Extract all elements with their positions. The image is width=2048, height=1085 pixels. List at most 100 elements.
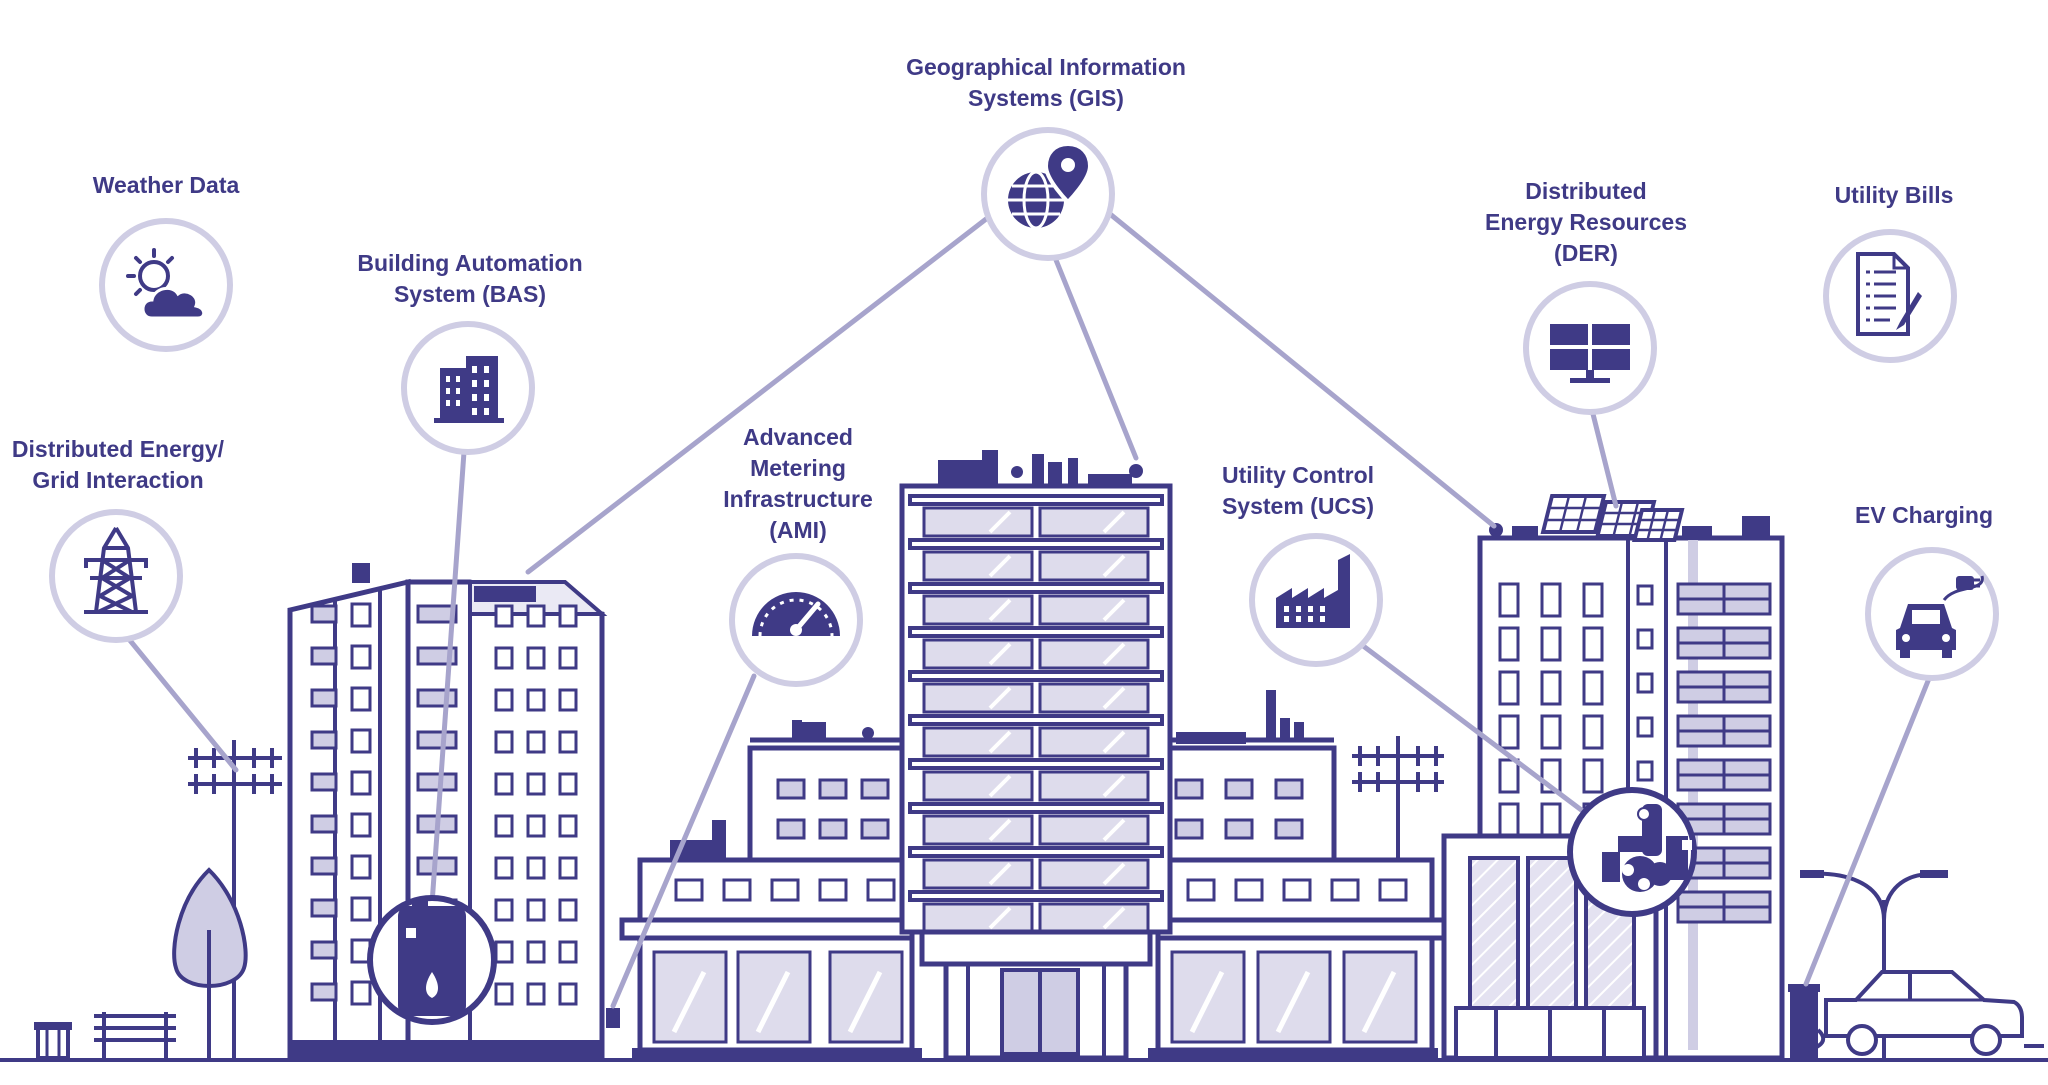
window (1498, 758, 1520, 794)
window (558, 940, 578, 964)
window-glare (1189, 970, 1225, 1034)
der-node[interactable] (1523, 281, 1657, 415)
window (558, 814, 578, 838)
window (860, 778, 890, 800)
label-line: Utility Control (1221, 462, 1375, 488)
tower-floor-slab (908, 582, 1164, 594)
window-glare (1361, 970, 1397, 1034)
label-line: Advanced (743, 424, 853, 450)
window (818, 778, 848, 800)
window-glare (755, 970, 791, 1034)
window (1174, 818, 1204, 840)
window (860, 818, 890, 840)
der-label: Distributed Energy Resources (DER) (1485, 176, 1687, 269)
window (1498, 714, 1520, 750)
window (1582, 670, 1604, 706)
window (526, 646, 546, 670)
label-line: System (UCS) (1221, 493, 1375, 519)
center-office-complex (619, 450, 1451, 1061)
window (1636, 584, 1654, 606)
label-line: (AMI) (769, 517, 827, 543)
window (310, 856, 338, 876)
trash-bin (34, 1022, 72, 1060)
gis-label: Geographical Information Systems (GIS) (906, 52, 1186, 114)
window (416, 604, 458, 624)
label-line: Energy Resources (1485, 209, 1687, 235)
window-glare (1102, 730, 1126, 754)
window (558, 646, 578, 670)
window-glare (1102, 906, 1126, 930)
window (350, 980, 372, 1006)
window (350, 728, 372, 754)
weather-data-node[interactable] (99, 218, 233, 352)
window (416, 730, 458, 750)
speedometer-gauge-icon (752, 592, 840, 637)
window (1038, 638, 1150, 670)
window (1038, 682, 1150, 714)
equipment-room-detail[interactable] (1567, 787, 1697, 917)
window-glare (988, 686, 1012, 710)
window (416, 646, 458, 666)
window (350, 686, 372, 712)
window (526, 898, 546, 922)
window (1038, 858, 1150, 890)
grid-interaction-node[interactable] (49, 509, 183, 643)
window (558, 688, 578, 712)
window (526, 814, 546, 838)
label-line: EV Charging (1854, 502, 1994, 528)
window (1038, 770, 1150, 802)
ami-node[interactable] (729, 553, 863, 687)
tower-floor-slab (908, 626, 1164, 638)
window (1636, 760, 1654, 782)
window (1540, 714, 1562, 750)
window-glare (988, 774, 1012, 798)
label-line: (DER) (1554, 240, 1618, 266)
ev-charging-label: EV Charging (1855, 500, 1993, 531)
window (1498, 670, 1520, 706)
window (350, 812, 372, 838)
window (350, 602, 372, 628)
right-apartment-building (1441, 516, 1785, 1061)
window-glare (1275, 970, 1311, 1034)
window (526, 688, 546, 712)
window-glare (671, 970, 707, 1034)
bas-node[interactable] (401, 321, 535, 455)
window (776, 778, 806, 800)
office-building-icon (434, 356, 504, 423)
window-glare (847, 970, 883, 1034)
window (922, 506, 1034, 538)
window (310, 646, 338, 666)
tower-floor-slab (908, 846, 1164, 858)
ev-charging-node[interactable] (1865, 547, 1999, 681)
ucs-node[interactable] (1249, 533, 1383, 667)
grid-interaction-label: Distributed Energy/ Grid Interaction (12, 434, 224, 496)
window (494, 856, 514, 880)
utility-bills-node[interactable] (1823, 229, 1957, 363)
window (776, 818, 806, 840)
label-line: Utility Bills (1834, 182, 1954, 208)
ami-label: Advanced Metering Infrastructure (AMI) (723, 422, 873, 546)
window (1636, 628, 1654, 650)
window (1038, 902, 1150, 934)
parked-car (1799, 970, 2044, 1056)
gis-node[interactable] (981, 127, 1115, 261)
window (310, 604, 338, 624)
window-glare (988, 730, 1012, 754)
window (310, 730, 338, 750)
window (558, 982, 578, 1006)
window (1038, 506, 1150, 538)
window (1038, 550, 1150, 582)
window-glare (1102, 510, 1126, 534)
water-heater-detail[interactable] (367, 895, 497, 1025)
window (310, 982, 338, 1002)
window (558, 730, 578, 754)
window (558, 604, 578, 628)
label-line: Metering (750, 455, 846, 481)
window (1224, 778, 1254, 800)
window (722, 878, 752, 902)
window-glare (1102, 554, 1126, 578)
window (310, 814, 338, 834)
tree (172, 867, 248, 1058)
window (1540, 582, 1562, 618)
